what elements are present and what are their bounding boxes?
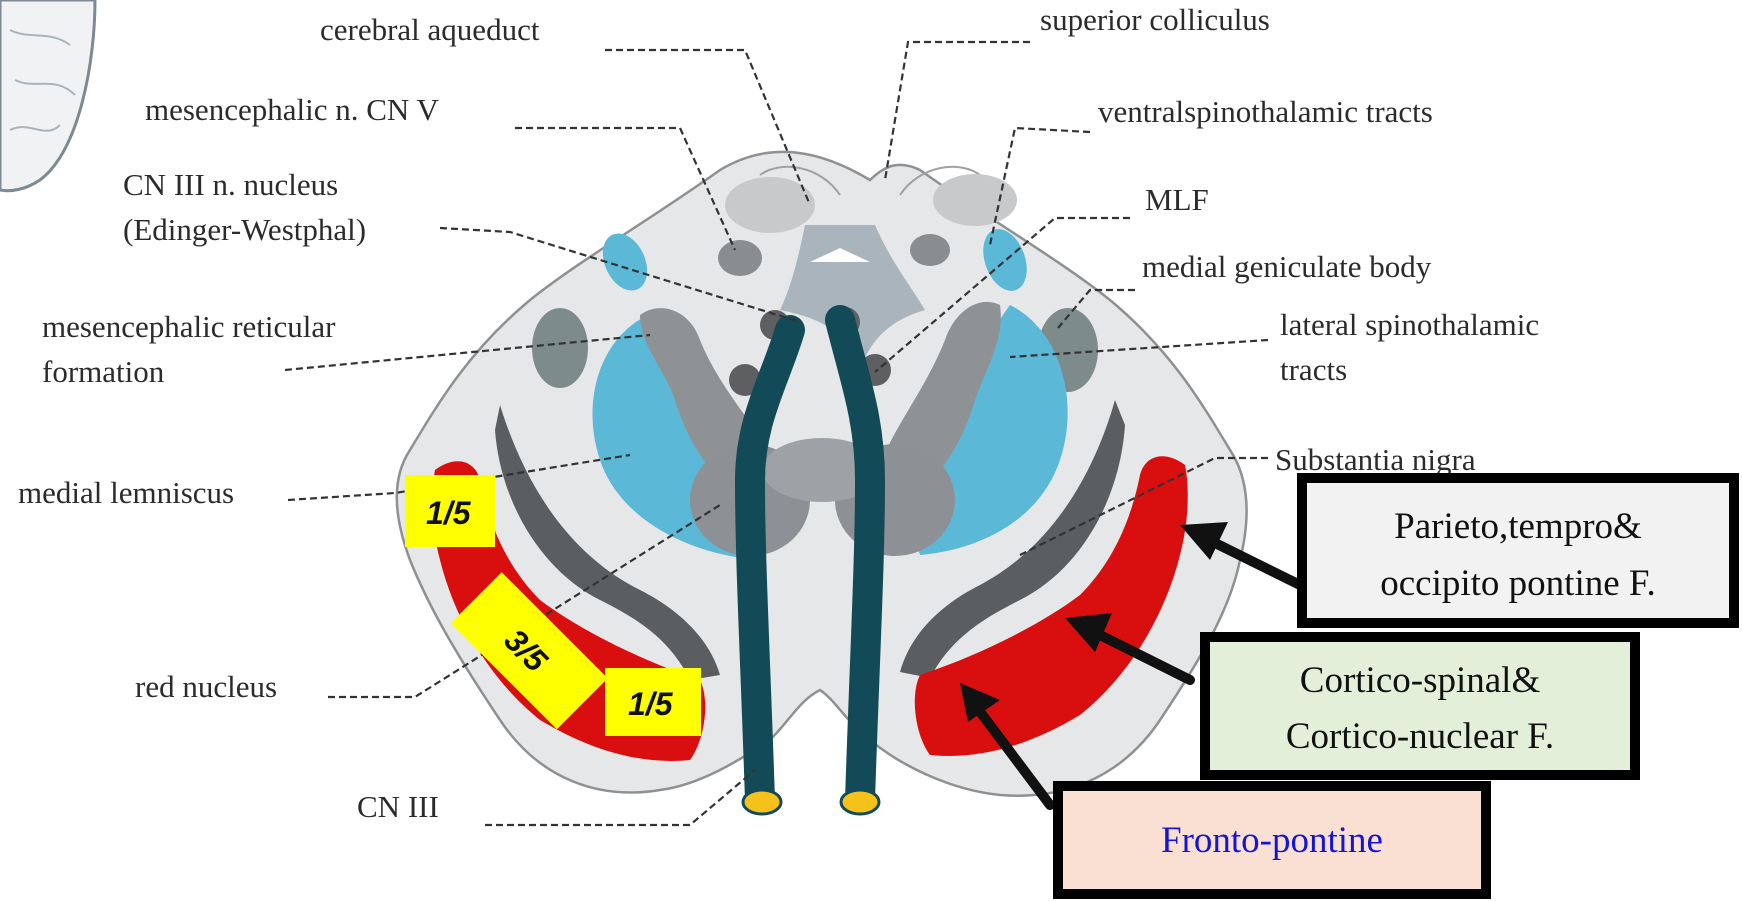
callout-parieto-line1: Parieto,tempro& bbox=[1394, 506, 1642, 547]
label-ventral-spinothalamic: ventralspinothalamic tracts bbox=[1098, 94, 1433, 129]
label-cerebral-aqueduct: cerebral aqueduct bbox=[320, 12, 540, 47]
label-substantia-nigra: Substantia nigra bbox=[1275, 442, 1476, 477]
label-mlf: MLF bbox=[1145, 182, 1209, 217]
callout-parieto-box: Parieto,tempro& occipito pontine F. bbox=[1302, 478, 1734, 623]
label-reticular-line2: formation bbox=[42, 354, 165, 389]
fraction-upper-text: 1/5 bbox=[426, 495, 472, 531]
label-reticular-line1: mesencephalic reticular bbox=[42, 309, 336, 344]
label-red-nucleus: red nucleus bbox=[135, 669, 277, 704]
label-cn3-nucleus-line2: (Edinger-Westphal) bbox=[123, 212, 366, 247]
callout-fronto-box: Fronto-pontine bbox=[1058, 786, 1486, 894]
mesencephalic-n-right bbox=[910, 234, 950, 266]
medial-geniculate-left bbox=[532, 308, 588, 388]
label-cn3: CN III bbox=[357, 789, 439, 824]
label-superior-colliculus: superior colliculus bbox=[1040, 2, 1270, 37]
callout-cortico-line1: Cortico-spinal& bbox=[1300, 660, 1541, 701]
label-mesencephalic-n: mesencephalic n. CN V bbox=[145, 92, 439, 127]
label-cn3-nucleus-line1: CN III n. nucleus bbox=[123, 167, 338, 202]
fraction-lower-badge: 1/5 bbox=[605, 668, 701, 736]
label-lateral-spinothalamic-line2: tracts bbox=[1280, 352, 1347, 387]
callout-fronto-line1: Fronto-pontine bbox=[1161, 820, 1383, 861]
label-lateral-spinothalamic-line1: lateral spinothalamic bbox=[1280, 307, 1539, 342]
brain-thumbnail bbox=[0, 0, 95, 191]
mesencephalic-n-left bbox=[718, 240, 762, 276]
fraction-lower-text: 1/5 bbox=[628, 686, 674, 722]
callout-cortico-box: Cortico-spinal& Cortico-nuclear F. bbox=[1205, 637, 1635, 775]
cn3-nerve-tip-left bbox=[743, 790, 781, 814]
callout-parieto-line2: occipito pontine F. bbox=[1380, 563, 1656, 604]
label-medial-geniculate: medial geniculate body bbox=[1142, 249, 1432, 284]
fraction-upper-badge: 1/5 bbox=[405, 475, 495, 547]
callout-cortico-line2: Cortico-nuclear F. bbox=[1286, 716, 1554, 757]
cn3-nerve-tip-right bbox=[841, 790, 879, 814]
leader-superior-colliculus bbox=[885, 42, 1030, 180]
label-medial-lemniscus: medial lemniscus bbox=[18, 475, 234, 510]
superior-colliculus-right bbox=[933, 174, 1017, 226]
